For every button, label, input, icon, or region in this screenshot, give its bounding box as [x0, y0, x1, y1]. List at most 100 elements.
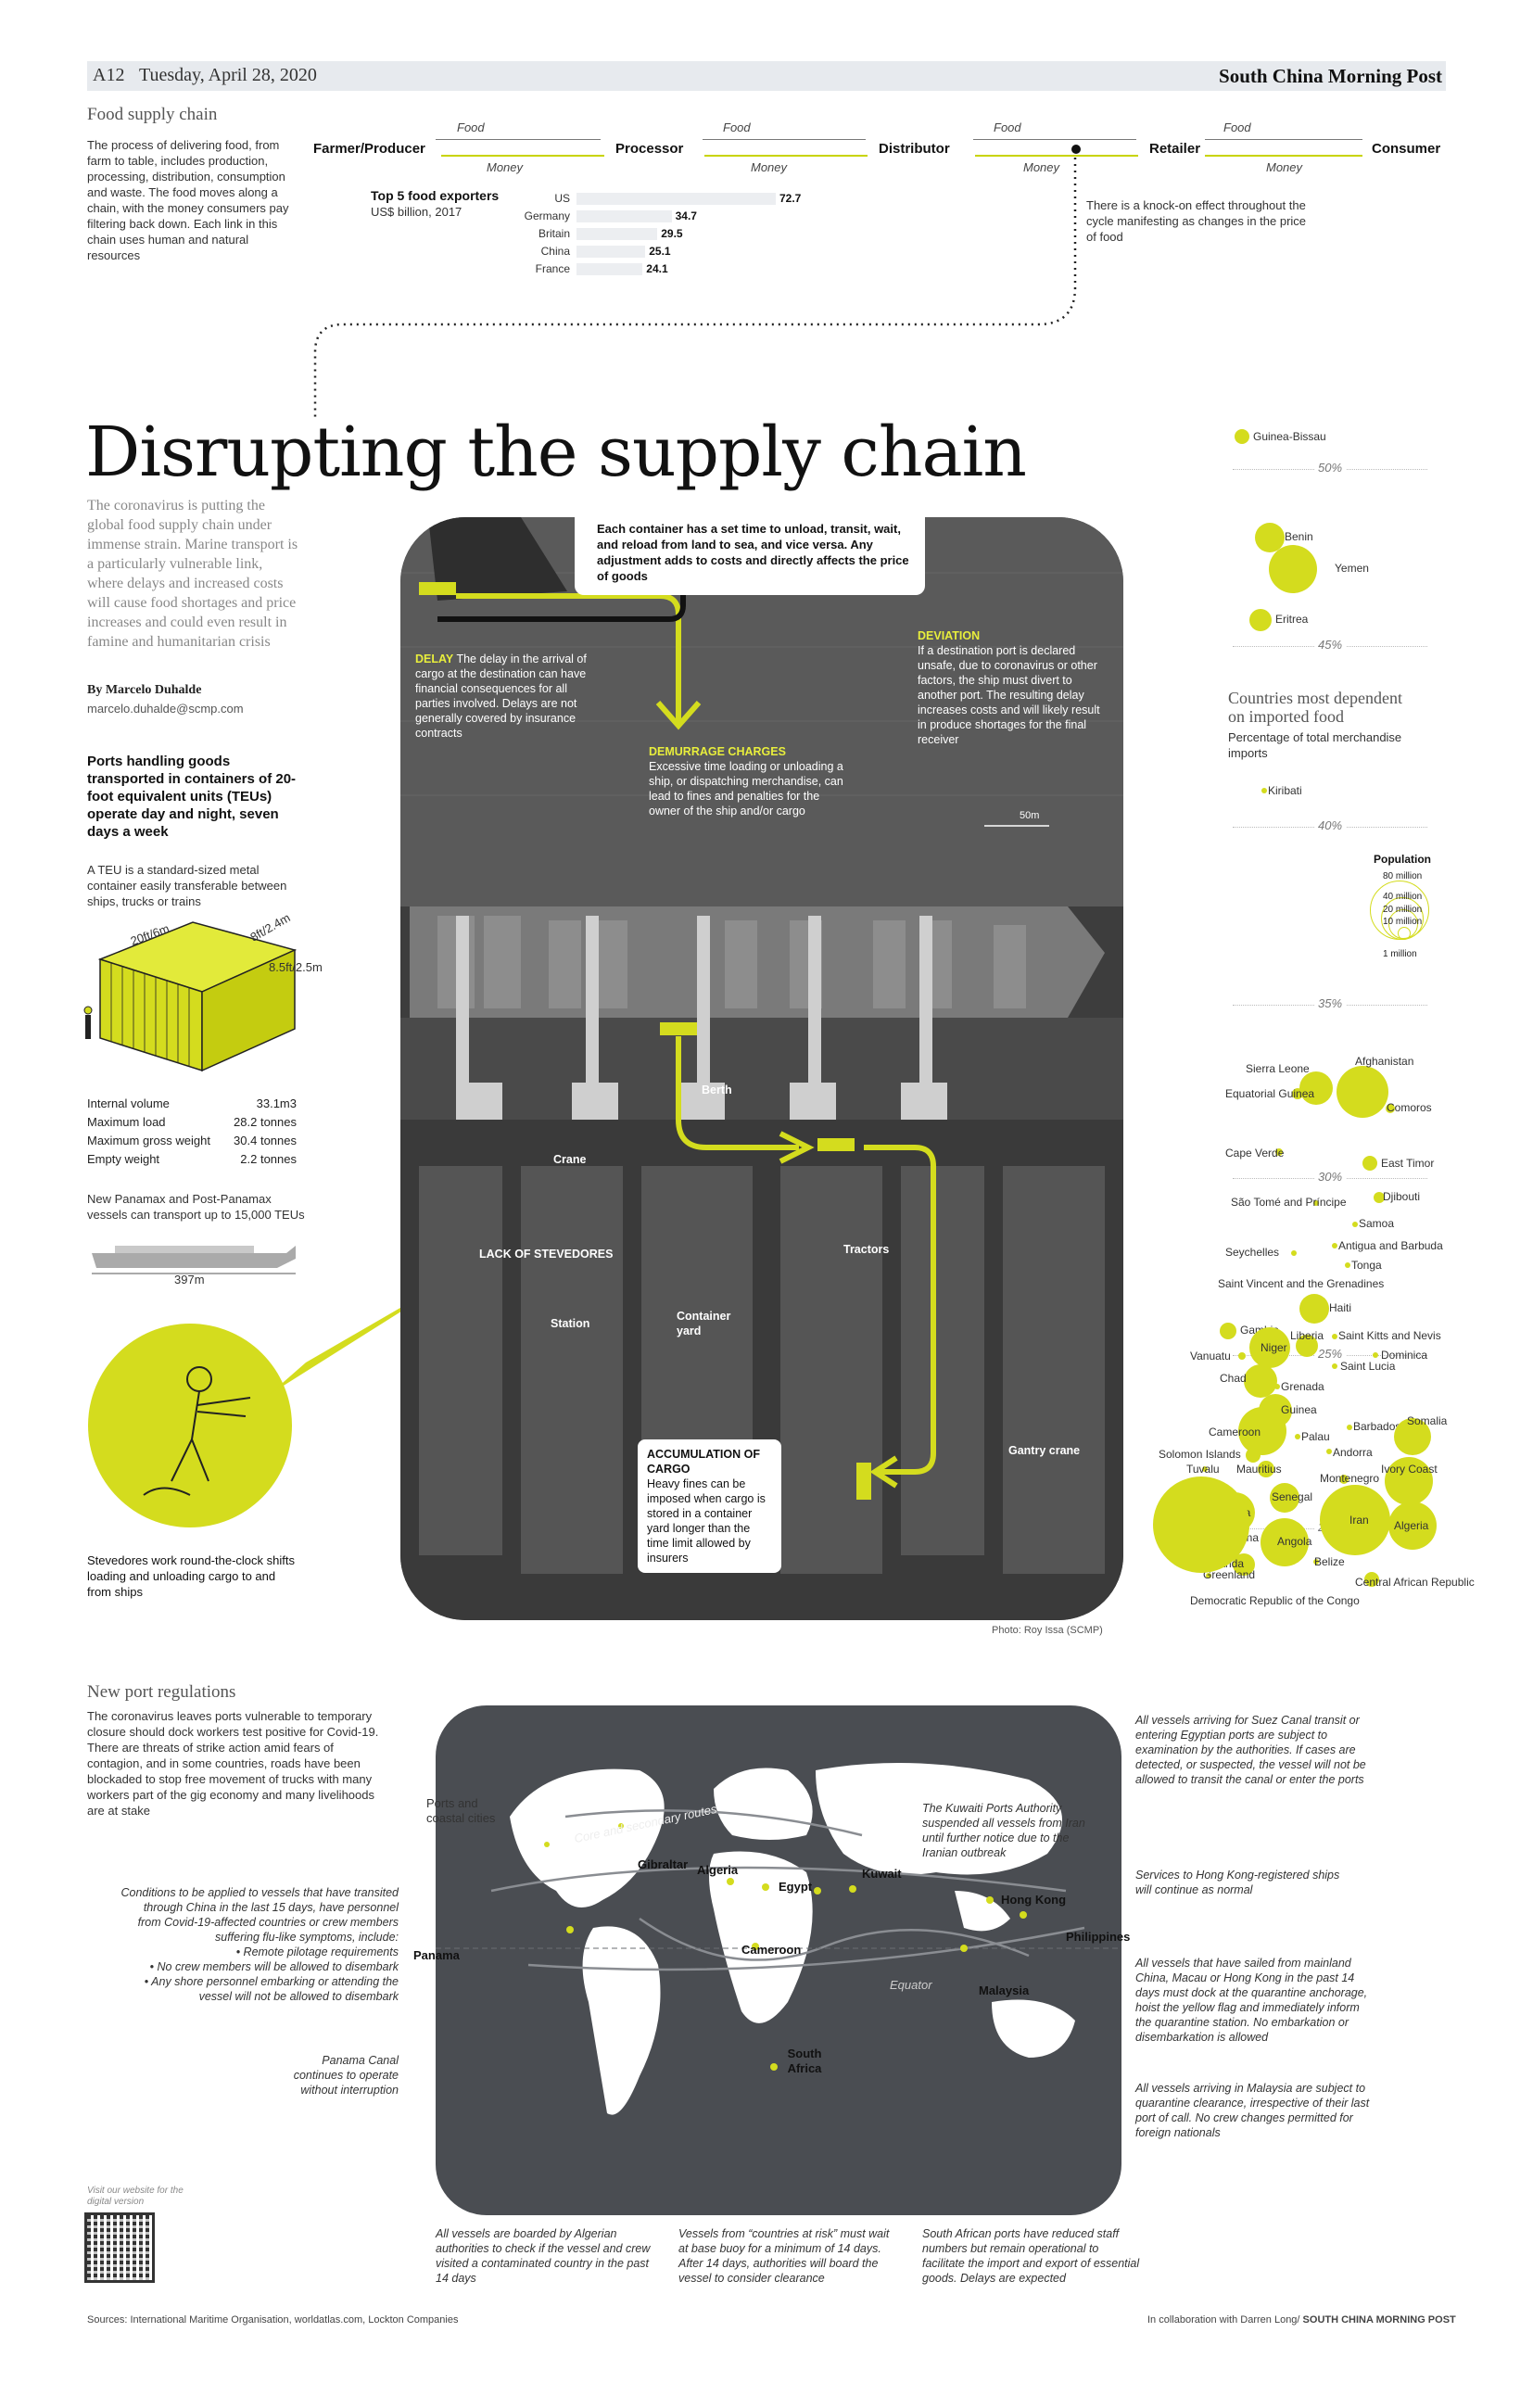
stevedore-figure-icon: [143, 1366, 251, 1496]
country-bubble: [1202, 1466, 1208, 1472]
exporter-bar: [576, 246, 646, 258]
country-bubble: [1394, 1418, 1431, 1455]
country-bubble: [1385, 1457, 1433, 1505]
teu-dim-height: 8.5ft/2.5m: [269, 960, 323, 974]
country-label: Solomon Islands: [1159, 1448, 1241, 1461]
delay-text: The delay in the arrival of cargo at the…: [415, 653, 587, 740]
exporter-value: 25.1: [649, 245, 671, 258]
crane-label: Crane: [553, 1153, 587, 1166]
country-bubble: [1364, 1572, 1379, 1587]
country-label: Antigua and Barbuda: [1338, 1239, 1443, 1252]
map-label: Algeria: [697, 1863, 739, 1877]
country-label: Niger: [1261, 1341, 1287, 1354]
country-bubble: [1153, 1476, 1249, 1573]
dependency-gridline-label: 35%: [1314, 996, 1347, 1010]
exporter-bar: [576, 193, 776, 205]
demurrage-text: Excessive time loading or unloading a sh…: [649, 760, 843, 817]
country-label: Djibouti: [1383, 1190, 1421, 1203]
country-bubble: [1373, 1352, 1378, 1358]
photo-top-callout: Each container has a set time to unload,…: [575, 517, 925, 595]
stevedore-caption: Stevedores work round-the-clock shifts l…: [87, 1553, 295, 1599]
country-bubble: [1313, 1200, 1319, 1206]
page-number: A12: [93, 65, 125, 85]
dependency-gridline-label: 40%: [1314, 818, 1347, 832]
collab-text: In collaboration with Darren Long/: [1147, 2314, 1300, 2326]
money-label-4: Money: [1266, 160, 1303, 174]
note-gibraltar-b: • Remote pilotage requirements: [235, 1945, 399, 1958]
note-gibraltar: Conditions to be applied to vessels that…: [120, 1885, 399, 2004]
country-bubble: [1320, 1485, 1390, 1555]
population-title: Population: [1374, 853, 1431, 866]
country-label: Haiti: [1329, 1301, 1352, 1314]
country-bubble: [1249, 1327, 1290, 1368]
country-label: Seychelles: [1225, 1246, 1280, 1259]
country-label: Saint Lucia: [1340, 1360, 1396, 1373]
money-arrow-3: [975, 155, 1138, 157]
food-chain-title: Food supply chain: [87, 105, 218, 124]
country-label: Equatorial Guinea: [1225, 1087, 1315, 1100]
country-label: Cape Verde: [1225, 1147, 1285, 1160]
food-arrow-3: [973, 139, 1136, 140]
knock-on-dot: [1071, 145, 1081, 154]
exporter-value: 34.7: [675, 209, 697, 222]
note-kuwait: The Kuwaiti Ports Authority suspended al…: [922, 1802, 1085, 1859]
collab-brand: SOUTH CHINA MORNING POST: [1302, 2314, 1456, 2326]
country-bubble: [1388, 1502, 1437, 1550]
teu-container-illustration: [83, 921, 298, 1072]
port-regs-intro: The coronavirus leaves ports vulnerable …: [87, 1709, 379, 1818]
map-label: Equator: [890, 1978, 932, 1992]
country-label: Greenland: [1203, 1568, 1256, 1581]
map-label: Kuwait: [862, 1867, 902, 1881]
gantry-crane-label: Gantry crane: [1008, 1444, 1081, 1457]
header-bar: [87, 61, 1446, 91]
country-bubble: [1332, 1363, 1337, 1369]
country-bubble: [1270, 1483, 1299, 1513]
country-label: Dominica: [1381, 1349, 1428, 1362]
country-label: Tonga: [1351, 1259, 1382, 1272]
berth-label: Berth: [702, 1084, 732, 1096]
container-yard-label: Container yard: [677, 1310, 731, 1337]
country-label: Saint Kitts and Nevis: [1338, 1329, 1441, 1342]
country-label: Saint Vincent and the Grenadines: [1218, 1277, 1385, 1290]
world-map-illustration: [436, 1763, 1121, 2115]
teu-spec-value: 33.1m3: [256, 1096, 297, 1110]
dependency-gridline-label: 25%: [1314, 1347, 1347, 1361]
dependency-gridline-label: 30%: [1314, 1170, 1347, 1184]
map-label: Gibraltar: [638, 1857, 689, 1871]
country-bubble: [1274, 1384, 1280, 1389]
map-label: Hong Kong: [1001, 1893, 1067, 1907]
dependency-subtitle: Percentage of total merchandise imports: [1228, 730, 1402, 760]
qr-code[interactable]: [84, 2212, 155, 2283]
country-label: Kiribati: [1268, 784, 1302, 797]
country-label: Guinea: [1281, 1403, 1317, 1416]
node-consumer: Consumer: [1372, 141, 1441, 157]
country-bubble: [1299, 1071, 1333, 1105]
food-label-3: Food: [994, 120, 1021, 134]
map-label: Egypt: [779, 1880, 813, 1894]
photo-credit: Photo: Roy Issa (SCMP): [992, 1625, 1103, 1636]
exporter-country: China: [540, 245, 570, 258]
author-email: marcelo.duhalde@scmp.com: [87, 702, 244, 716]
note-philippines: All vessels that have sailed from mainla…: [1135, 1957, 1368, 2044]
exporters-title: Top 5 food exporters: [371, 188, 500, 203]
exporter-bar: [576, 263, 643, 275]
country-label: Samoa: [1359, 1217, 1395, 1230]
headline: Disrupting the supply chain: [85, 412, 1027, 492]
exporter-value: 29.5: [661, 227, 683, 240]
pop-80m: 80 million: [1383, 871, 1423, 881]
teu-spec-label: Maximum gross weight: [87, 1134, 210, 1147]
port-aerial-photo: [400, 517, 1123, 1620]
map-label: Philippines: [1066, 1930, 1131, 1944]
panamax-note: New Panamax and Post-Panamax vessels can…: [87, 1192, 305, 1222]
food-arrow-1: [436, 139, 601, 140]
port-regs-title: New port regulations: [87, 1682, 236, 1702]
accum-text: Heavy fines can be imposed when cargo is…: [647, 1477, 766, 1565]
scale-bar-label: 50m: [1020, 810, 1040, 821]
country-label: São Tomé and Príncipe: [1231, 1196, 1347, 1209]
note-gibraltar-d: • Any shore personnel embarking or atten…: [144, 1975, 399, 2003]
accum-title: ACCUMULATION OF CARGO: [647, 1448, 760, 1476]
note-algeria: All vessels are boarded by Algerian auth…: [436, 2227, 651, 2285]
money-arrow-2: [704, 155, 868, 157]
country-bubble: [1238, 1352, 1246, 1360]
country-label: Tuvalu: [1186, 1463, 1220, 1476]
